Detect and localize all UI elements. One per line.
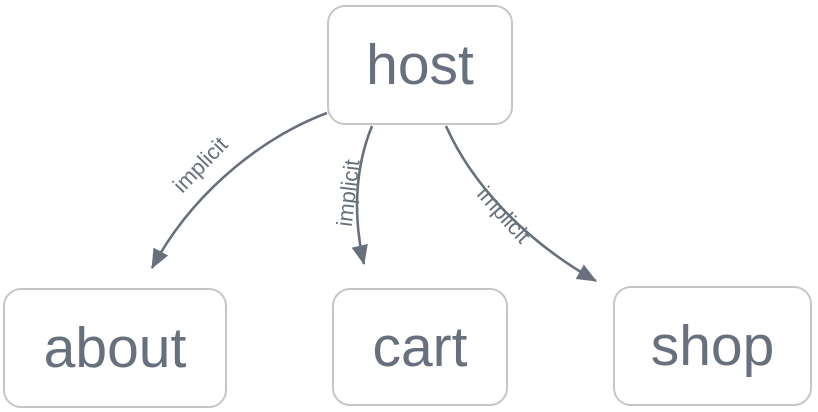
node-shop[interactable]: shop — [613, 286, 812, 406]
node-host-label: host — [366, 32, 474, 97]
node-about[interactable]: about — [3, 288, 227, 408]
node-cart-label: cart — [372, 314, 468, 379]
edge-host-about — [150, 111, 328, 269]
node-shop-label: shop — [650, 313, 775, 378]
node-cart[interactable]: cart — [332, 288, 508, 406]
edge-host-cart — [351, 125, 374, 266]
node-host[interactable]: host — [327, 5, 513, 125]
node-about-label: about — [43, 315, 187, 380]
edge-host-shop — [444, 125, 597, 283]
